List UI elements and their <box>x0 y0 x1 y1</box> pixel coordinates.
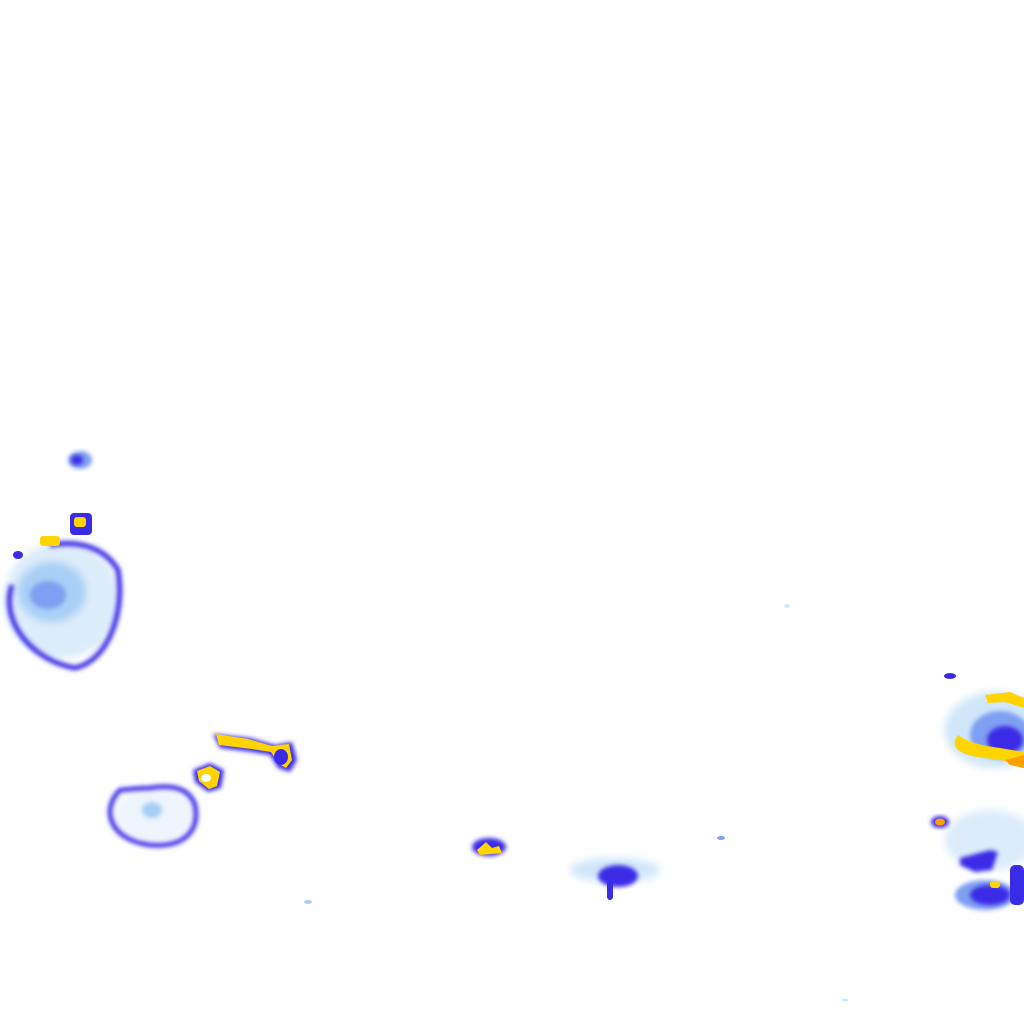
precip-cell-south-blob <box>570 604 790 900</box>
precip-cell-east-large <box>944 673 1024 768</box>
precip-cell-west-ring <box>4 536 123 671</box>
precip-cell-central-south <box>472 838 506 856</box>
precip-cell-southwest-band <box>193 734 297 792</box>
precip-cell-small-northwest <box>68 451 92 535</box>
precip-cell-southwest-ring <box>107 784 312 904</box>
precip-cell-east-lower <box>842 810 1024 1002</box>
